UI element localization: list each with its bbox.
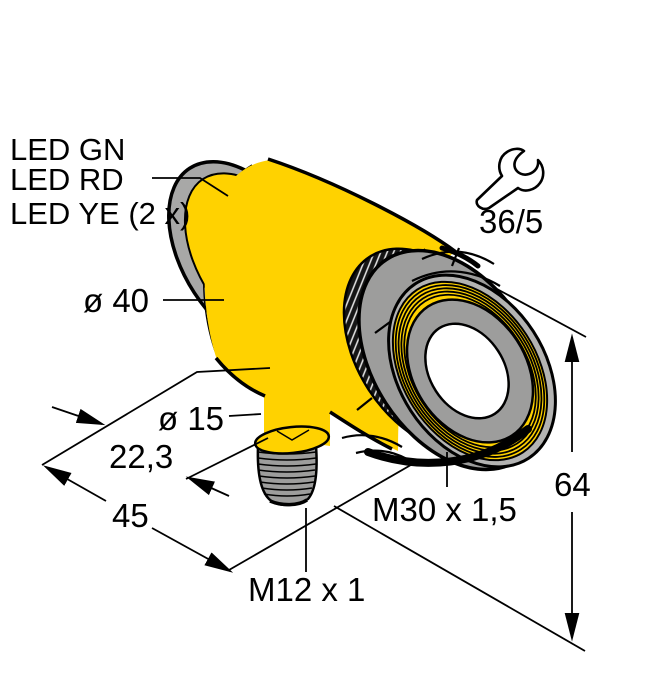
transducer-face xyxy=(424,322,510,420)
dim-64-ext-bottom xyxy=(333,505,586,652)
label-thread-m12: M12 x 1 xyxy=(248,571,365,608)
dim-64-ext-top xyxy=(496,288,587,338)
top-shadow xyxy=(439,245,481,269)
dim-45-line-right xyxy=(151,527,234,573)
label-dim-223: 22,3 xyxy=(109,438,173,475)
text-labels: LED GN LED RD LED YE (2 x) ø 40 ø 15 22,… xyxy=(10,132,591,608)
extension-line-front xyxy=(228,461,417,571)
wrench-icon xyxy=(475,147,545,211)
m12-connector xyxy=(253,425,331,507)
dim-223-arrow-right xyxy=(185,476,230,497)
dim-223-arrow-left xyxy=(51,406,106,426)
label-led-yellow: LED YE (2 x) xyxy=(10,196,190,231)
label-dim-64: 64 xyxy=(554,466,591,503)
dim-45-line-left xyxy=(42,465,107,502)
extension-line-rear xyxy=(41,367,271,466)
bottom-shadow xyxy=(364,425,532,467)
label-dim-45: 45 xyxy=(112,497,149,534)
led-leader-line xyxy=(152,177,229,197)
dia15-leader-line xyxy=(228,413,262,417)
label-dia-40: ø 40 xyxy=(83,282,149,319)
label-led-green: LED GN xyxy=(10,132,125,167)
label-thread-m30: M30 x 1,5 xyxy=(372,491,517,528)
extension-line-stem xyxy=(185,437,269,480)
sensor-illustration xyxy=(167,157,557,507)
dimension-lines xyxy=(41,177,587,652)
threaded-barrel-m30 xyxy=(364,245,557,469)
label-led-red: LED RD xyxy=(10,162,124,197)
label-dia-15: ø 15 xyxy=(158,400,224,437)
label-wrench-size: 36/5 xyxy=(479,203,543,240)
